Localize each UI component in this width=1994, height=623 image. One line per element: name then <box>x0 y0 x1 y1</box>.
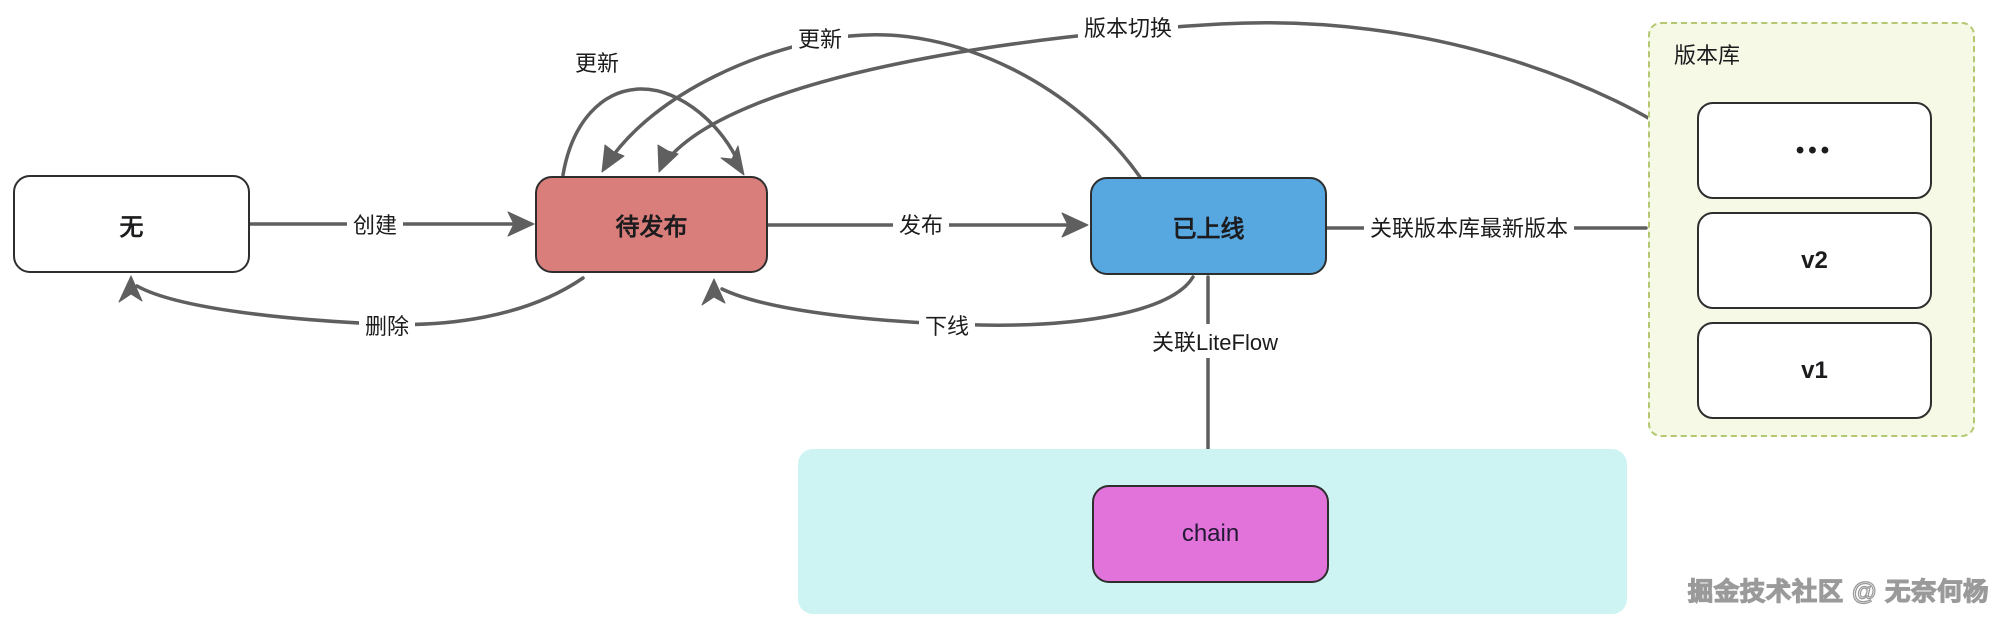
edge-update-self-arrowhead <box>720 145 745 176</box>
state-node-pending-release-label: 待发布 <box>615 214 688 241</box>
watermark-text: 掘金技术社区 @ 无奈何杨 <box>1687 577 1990 606</box>
state-node-online: 已上线 <box>1090 177 1327 275</box>
edge-version-switch-line <box>662 20 1697 166</box>
edge-publish-arrowhead <box>1061 212 1089 238</box>
state-node-none: 无 <box>13 175 250 273</box>
state-node-online-label: 已上线 <box>1172 215 1245 243</box>
version-item-v2: v2 <box>1697 212 1932 309</box>
edge-update-self-line <box>561 87 741 177</box>
edge-label-update-self: 更新 <box>568 45 626 79</box>
edge-label-offline: 下线 <box>918 308 976 342</box>
edge-label-delete: 删除 <box>358 308 416 342</box>
chain-node-label: chain <box>1181 520 1240 547</box>
state-node-pending-release: 待发布 <box>535 176 768 273</box>
edge-label-create: 创建 <box>346 207 404 241</box>
edge-delete-arrowhead <box>118 275 143 303</box>
edge-offline-arrowhead <box>701 278 726 306</box>
edge-label-publish: 发布 <box>892 207 950 241</box>
edge-update-online-line <box>605 33 1142 179</box>
version-repo-title: 版本库 <box>1674 43 1741 68</box>
version-item-v2-label: v2 <box>1801 246 1828 274</box>
version-item-more-label: ••• <box>1795 136 1834 164</box>
edge-offline-line <box>720 275 1195 327</box>
edge-label-link-latest-version: 关联版本库最新版本 <box>1363 210 1575 244</box>
state-node-none-label: 无 <box>119 213 144 241</box>
version-item-v1: v1 <box>1697 322 1932 419</box>
edge-create-arrowhead <box>507 211 535 237</box>
edge-label-update-online: 更新 <box>791 21 849 55</box>
edge-version-switch-arrowhead <box>657 144 679 173</box>
chain-node: chain <box>1092 485 1329 583</box>
version-repo-container: 版本库 ••• v2 v1 <box>1648 22 1975 437</box>
edge-label-version-switch: 版本切换 <box>1077 10 1179 44</box>
version-item-v1-label: v1 <box>1801 356 1828 384</box>
version-item-more: ••• <box>1697 102 1932 199</box>
edge-label-link-liteflow: 关联LiteFlow <box>1146 324 1284 358</box>
edge-update-online-arrowhead <box>601 144 625 173</box>
